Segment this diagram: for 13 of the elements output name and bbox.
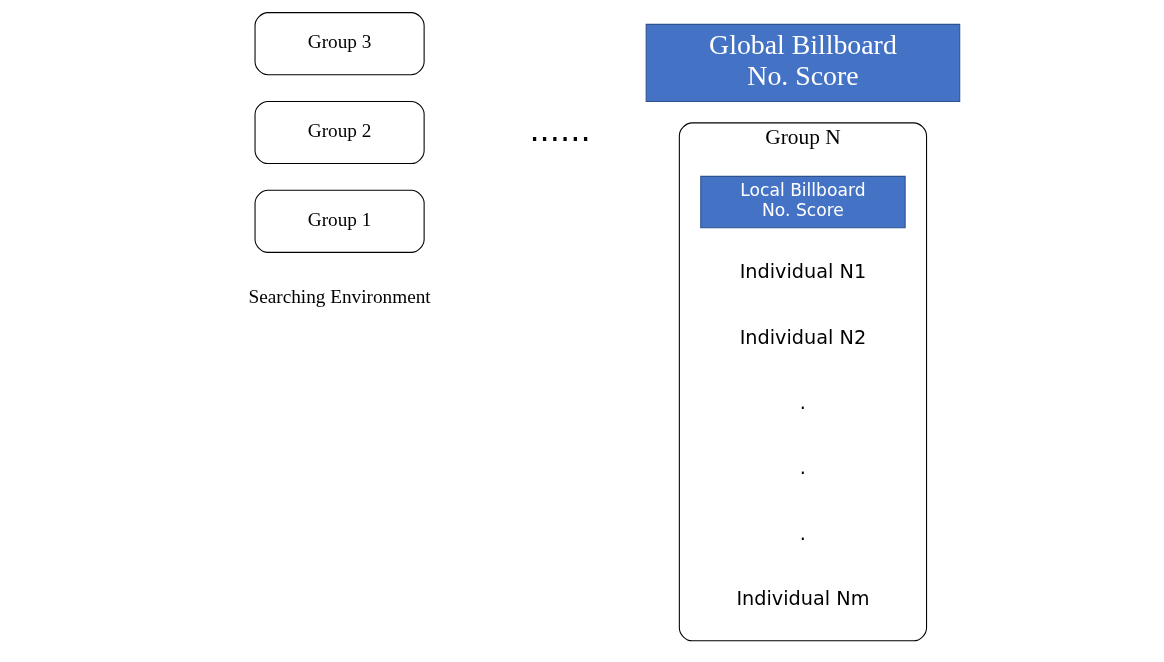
node-box: Local Billboard No. Score [699,175,906,229]
label: Individual N2 [739,325,866,349]
node-box: Group 1 [254,189,425,253]
label: Individual Nm [735,586,869,610]
label: . [799,456,806,480]
label: . [799,391,806,415]
label: . [799,521,806,545]
label: ...... [528,110,591,149]
node-box: Global Billboard No. Score [645,23,960,102]
node-box: Group 3 [254,12,425,76]
node-box: Group 2 [254,100,425,165]
label: Individual N1 [739,260,866,284]
label: Searching Environment [247,286,431,308]
